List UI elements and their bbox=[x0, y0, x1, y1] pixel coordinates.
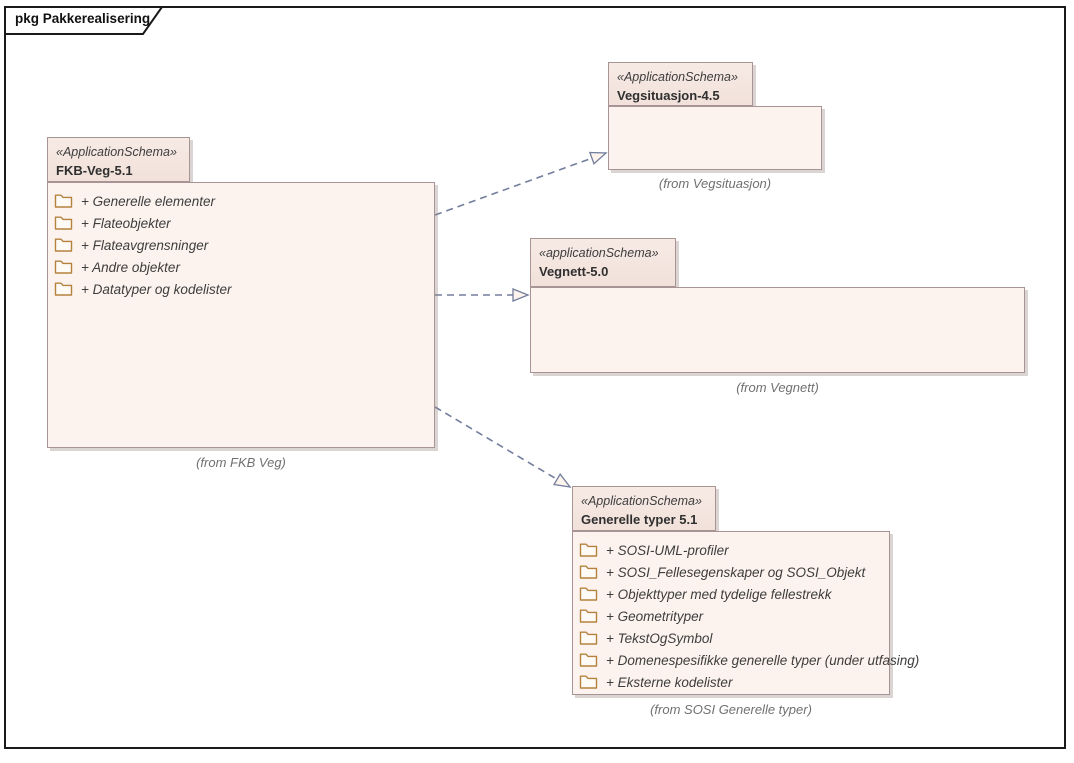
folder-icon bbox=[579, 652, 599, 668]
folder-icon bbox=[579, 586, 599, 602]
package-item-label: + Eksterne kodelister bbox=[606, 674, 733, 690]
package-item-label: + Domenespesifikke generelle typer (unde… bbox=[606, 652, 920, 668]
package-item[interactable]: + Flateavgrensninger bbox=[54, 234, 430, 256]
folder-icon bbox=[579, 630, 599, 646]
package-item-label: + Objekttyper med tydelige fellestrekk bbox=[606, 586, 832, 602]
folder-icon bbox=[579, 542, 599, 558]
package-vegsituasjon-body[interactable] bbox=[608, 106, 822, 170]
package-item-label: + TekstOgSymbol bbox=[606, 630, 713, 646]
folder-icon bbox=[54, 193, 74, 209]
folder-icon bbox=[579, 674, 599, 690]
folder-icon bbox=[54, 215, 74, 231]
package-item[interactable]: + Andre objekter bbox=[54, 256, 430, 278]
package-item-label: + Geometrityper bbox=[606, 608, 704, 624]
package-vegsituasjon-caption: (from Vegsituasjon) bbox=[658, 176, 772, 191]
package-item[interactable]: + SOSI_Fellesegenskaper og SOSI_Objekt bbox=[579, 561, 885, 583]
package-vegnett-stereotype: «applicationSchema» bbox=[539, 246, 659, 260]
package-generelle-typer-items: + SOSI-UML-profiler + SOSI_Fellesegenska… bbox=[573, 532, 919, 693]
package-item-label: + Flateobjekter bbox=[81, 215, 171, 231]
package-fkb-veg-stereotype: «ApplicationSchema» bbox=[56, 145, 177, 159]
package-item-label: + SOSI_Fellesegenskaper og SOSI_Objekt bbox=[606, 564, 866, 580]
folder-icon bbox=[54, 259, 74, 275]
package-vegnett-tab[interactable]: «applicationSchema» Vegnett-5.0 bbox=[530, 238, 676, 287]
package-vegsituasjon-name: Vegsituasjon-4.5 bbox=[617, 88, 720, 103]
package-item[interactable]: + TekstOgSymbol bbox=[579, 627, 885, 649]
package-generelle-typer-stereotype: «ApplicationSchema» bbox=[581, 494, 702, 508]
package-item[interactable]: + Flateobjekter bbox=[54, 212, 430, 234]
package-generelle-typer-body[interactable]: + SOSI-UML-profiler + SOSI_Fellesegenska… bbox=[572, 531, 919, 695]
package-vegnett-body[interactable] bbox=[530, 287, 1025, 373]
package-item[interactable]: + Objekttyper med tydelige fellestrekk bbox=[579, 583, 885, 605]
package-item[interactable]: + Eksterne kodelister bbox=[579, 671, 885, 693]
package-item[interactable]: + Domenespesifikke generelle typer (unde… bbox=[579, 649, 919, 671]
package-fkb-veg-caption: (from FKB Veg) bbox=[196, 455, 286, 470]
diagram-title: pkg Pakkerealisering bbox=[15, 11, 151, 26]
package-generelle-typer-name: Generelle typer 5.1 bbox=[581, 512, 698, 527]
package-fkb-veg-tab[interactable]: «ApplicationSchema» FKB-Veg-5.1 bbox=[47, 137, 190, 182]
package-item[interactable]: + SOSI-UML-profiler bbox=[579, 539, 885, 561]
package-item-label: + Datatyper og kodelister bbox=[81, 281, 232, 297]
package-generelle-typer-caption: (from SOSI Generelle typer) bbox=[650, 702, 812, 717]
diagram-frame-tab: pkg Pakkerealisering bbox=[4, 6, 166, 35]
frame-tab-shape bbox=[4, 6, 164, 35]
folder-icon bbox=[579, 564, 599, 580]
package-item[interactable]: + Datatyper og kodelister bbox=[54, 278, 430, 300]
diagram-frame bbox=[4, 6, 1066, 749]
package-vegnett-name: Vegnett-5.0 bbox=[539, 264, 609, 279]
package-fkb-veg-body[interactable]: + Generelle elementer + Flateobjekter + … bbox=[47, 182, 435, 448]
package-vegsituasjon-tab[interactable]: «ApplicationSchema» Vegsituasjon-4.5 bbox=[608, 62, 753, 106]
folder-icon bbox=[54, 237, 74, 253]
package-item-label: + Generelle elementer bbox=[81, 193, 215, 209]
folder-icon bbox=[54, 281, 74, 297]
package-vegnett-caption: (from Vegnett) bbox=[736, 380, 819, 395]
package-item-label: + Andre objekter bbox=[81, 259, 180, 275]
package-item-label: + Flateavgrensninger bbox=[81, 237, 209, 253]
package-vegsituasjon-stereotype: «ApplicationSchema» bbox=[617, 70, 738, 84]
package-item[interactable]: + Generelle elementer bbox=[54, 190, 430, 212]
folder-icon bbox=[579, 608, 599, 624]
package-generelle-typer-tab[interactable]: «ApplicationSchema» Generelle typer 5.1 bbox=[572, 486, 716, 531]
package-fkb-veg-name: FKB-Veg-5.1 bbox=[56, 163, 133, 178]
package-fkb-veg-items: + Generelle elementer + Flateobjekter + … bbox=[48, 183, 434, 300]
package-item[interactable]: + Geometrityper bbox=[579, 605, 885, 627]
package-item-label: + SOSI-UML-profiler bbox=[606, 542, 729, 558]
